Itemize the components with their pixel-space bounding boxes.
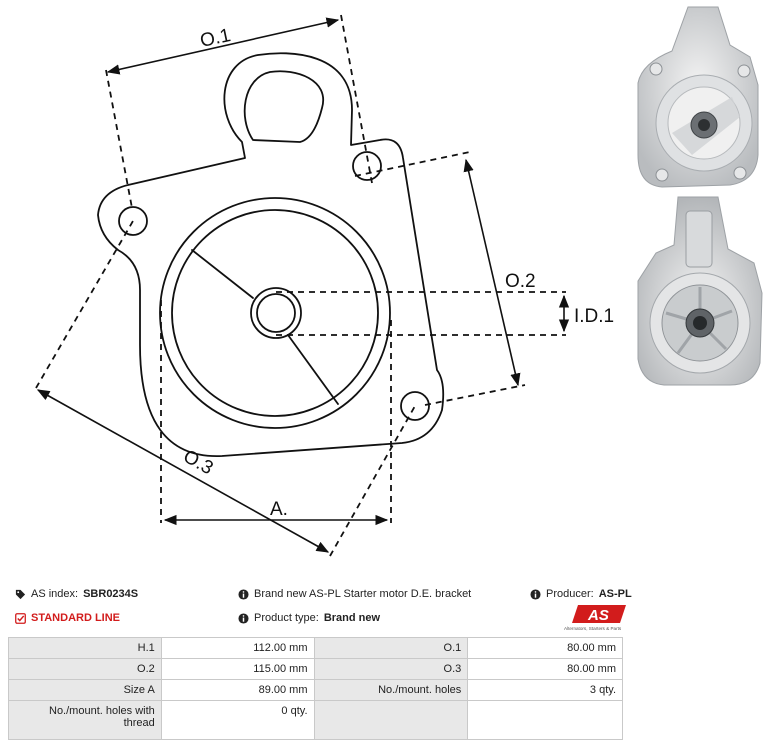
spec-value: 3 qty. — [467, 679, 623, 701]
dimension-o1-line — [106, 17, 340, 75]
dimension-o1-label: O.1 — [198, 25, 232, 52]
standard-line-badge: STANDARD LINE — [15, 612, 120, 624]
centre-bearing-inner — [256, 293, 296, 333]
spec-value — [467, 700, 623, 740]
dimension-a-label: A. — [270, 499, 288, 520]
description-row: Brand new AS-PL Starter motor D.E. brack… — [238, 588, 471, 600]
spec-key — [313, 700, 469, 740]
spec-value: 0 qty. — [160, 700, 315, 740]
producer-row: Producer: AS-PL — [530, 588, 632, 600]
standard-line-label: STANDARD LINE — [31, 612, 121, 624]
spec-value: 80.00 mm — [467, 637, 623, 659]
as-index-row: AS index: SBR0234S — [15, 588, 138, 600]
product-type-row: Product type: Brand new — [238, 612, 380, 624]
checkbox-checked-icon — [15, 612, 26, 624]
mounting-hole-top — [352, 151, 382, 181]
spec-key: O.2 — [8, 658, 162, 680]
product-photo-front — [637, 6, 759, 188]
info-icon — [238, 588, 249, 600]
product-type-label: Product type: — [254, 612, 319, 624]
product-photo-rear — [637, 196, 763, 386]
bracket-ear-inner — [243, 70, 325, 143]
mounting-hole-left — [118, 206, 148, 236]
logo-tagline: Alternators, Starters & Parts — [564, 626, 622, 631]
spec-key: O.1 — [313, 637, 469, 659]
table-row: No./mount. holes with thread 0 qty. — [8, 700, 623, 740]
table-row: O.2 115.00 mm O.3 80.00 mm — [8, 658, 623, 680]
centre-bearing-outer — [250, 287, 302, 339]
mounting-hole-bottom — [400, 391, 430, 421]
product-type-value: Brand new — [323, 612, 381, 624]
tags-icon — [15, 589, 26, 599]
as-index-label: AS index: — [31, 588, 79, 600]
spec-value: 112.00 mm — [160, 637, 315, 659]
table-row: Size A 89.00 mm No./mount. holes 3 qty. — [8, 679, 623, 701]
product-description: Brand new AS-PL Starter motor D.E. brack… — [254, 588, 472, 600]
logo-text: AS — [587, 607, 609, 624]
producer-label: Producer: — [546, 588, 594, 600]
info-icon — [238, 612, 249, 624]
spec-value: 80.00 mm — [467, 658, 623, 680]
dimension-o2-line — [463, 158, 521, 387]
as-pl-logo: AS Alternators, Starters & Parts — [564, 605, 626, 631]
as-index-value: SBR0234S — [83, 588, 139, 600]
spec-key: No./mount. holes with thread — [8, 700, 162, 740]
dimension-o2-label: O.2 — [505, 271, 536, 292]
technical-drawing: O.1 O.2 O.3 I.D.1 A. — [35, 14, 614, 557]
spec-key: H.1 — [8, 637, 162, 659]
spec-value: 89.00 mm — [160, 679, 315, 701]
main-bore-outer — [159, 197, 391, 429]
dimension-o3-line — [36, 389, 330, 553]
table-row: H.1 112.00 mm O.1 80.00 mm — [8, 637, 623, 659]
spec-key: O.3 — [313, 658, 469, 680]
pinion-opening — [191, 249, 339, 405]
specification-table: H.1 112.00 mm O.1 80.00 mm O.2 115.00 mm… — [8, 637, 623, 740]
spec-value: 115.00 mm — [160, 658, 315, 680]
producer-value: AS-PL — [598, 588, 632, 600]
bracket-flange-outline — [97, 52, 445, 457]
info-icon — [530, 588, 541, 600]
dimension-id1-label: I.D.1 — [574, 306, 614, 327]
main-bore-inner — [171, 209, 379, 417]
spec-key: Size A — [8, 679, 162, 701]
spec-key: No./mount. holes — [313, 679, 469, 701]
